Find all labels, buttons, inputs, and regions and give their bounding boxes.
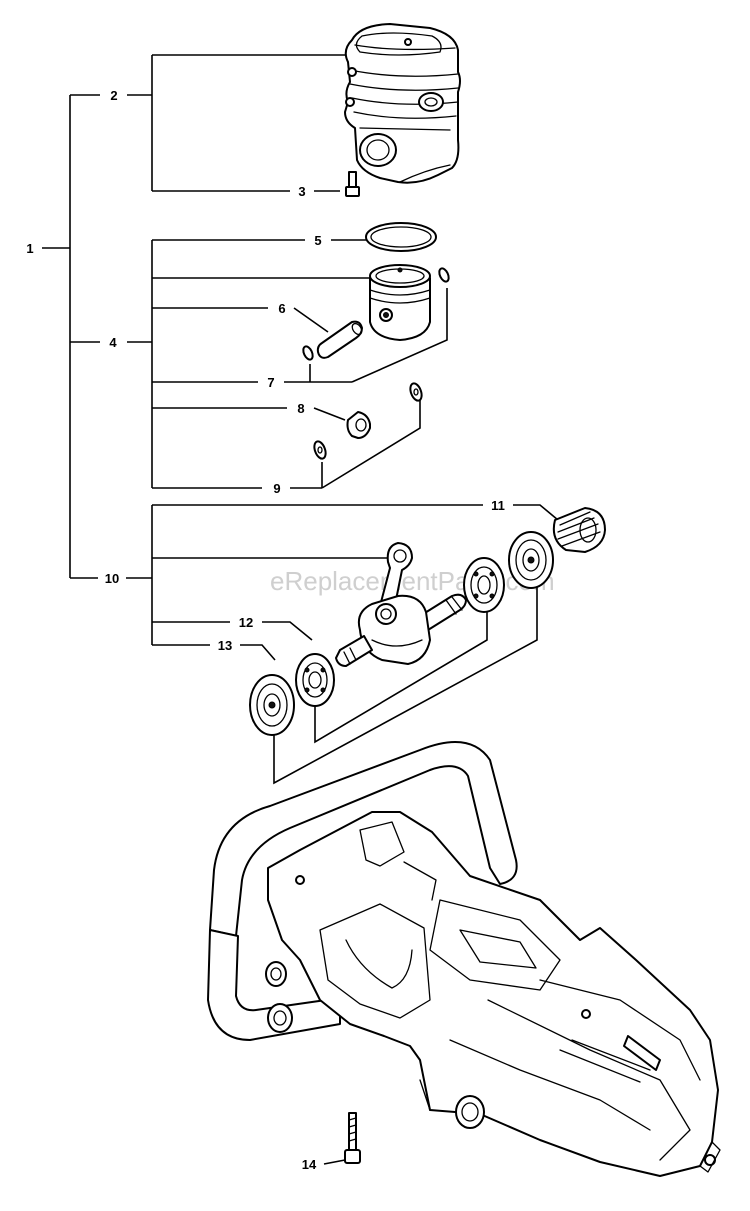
callout-14: 14 [302,1157,317,1172]
piston-ring-part [365,222,437,252]
callout-2: 2 [110,88,117,103]
callout-10: 10 [105,571,119,586]
crankcase-bolt-part [323,1112,361,1165]
cylinder-bolt-part [345,171,360,197]
callout-labels: 1 2 3 4 5 6 7 8 9 10 11 12 13 14 [26,88,504,1172]
callout-11: 11 [491,498,505,513]
crankshaft-bearing-left-part [295,653,335,707]
watermark-text: eReplacementParts.com [270,566,555,596]
callout-13: 13 [218,638,232,653]
callout-1: 1 [26,241,33,256]
callout-5: 5 [314,233,321,248]
crankshaft-bearing-inner-part [463,557,505,613]
callout-8: 8 [297,401,304,416]
cylinder-part [344,23,461,184]
callout-4: 4 [109,335,117,350]
crankshaft-part [335,542,467,667]
crankshaft-bearing-right-part [508,531,554,589]
thrust-washer-part [313,382,423,460]
callout-3: 3 [298,184,305,199]
callout-7: 7 [267,375,274,390]
crankcase-handle-part [207,741,721,1177]
oil-seal-part [552,507,606,553]
needle-bearing-part [346,411,371,439]
callout-12: 12 [239,615,253,630]
piston-part [369,264,431,341]
seal-bearing-left-part [249,674,295,736]
circlip-part [302,267,450,361]
callout-9: 9 [273,481,280,496]
piston-pin-part [316,320,363,359]
callout-6: 6 [278,301,285,316]
leader-lines [42,54,559,785]
